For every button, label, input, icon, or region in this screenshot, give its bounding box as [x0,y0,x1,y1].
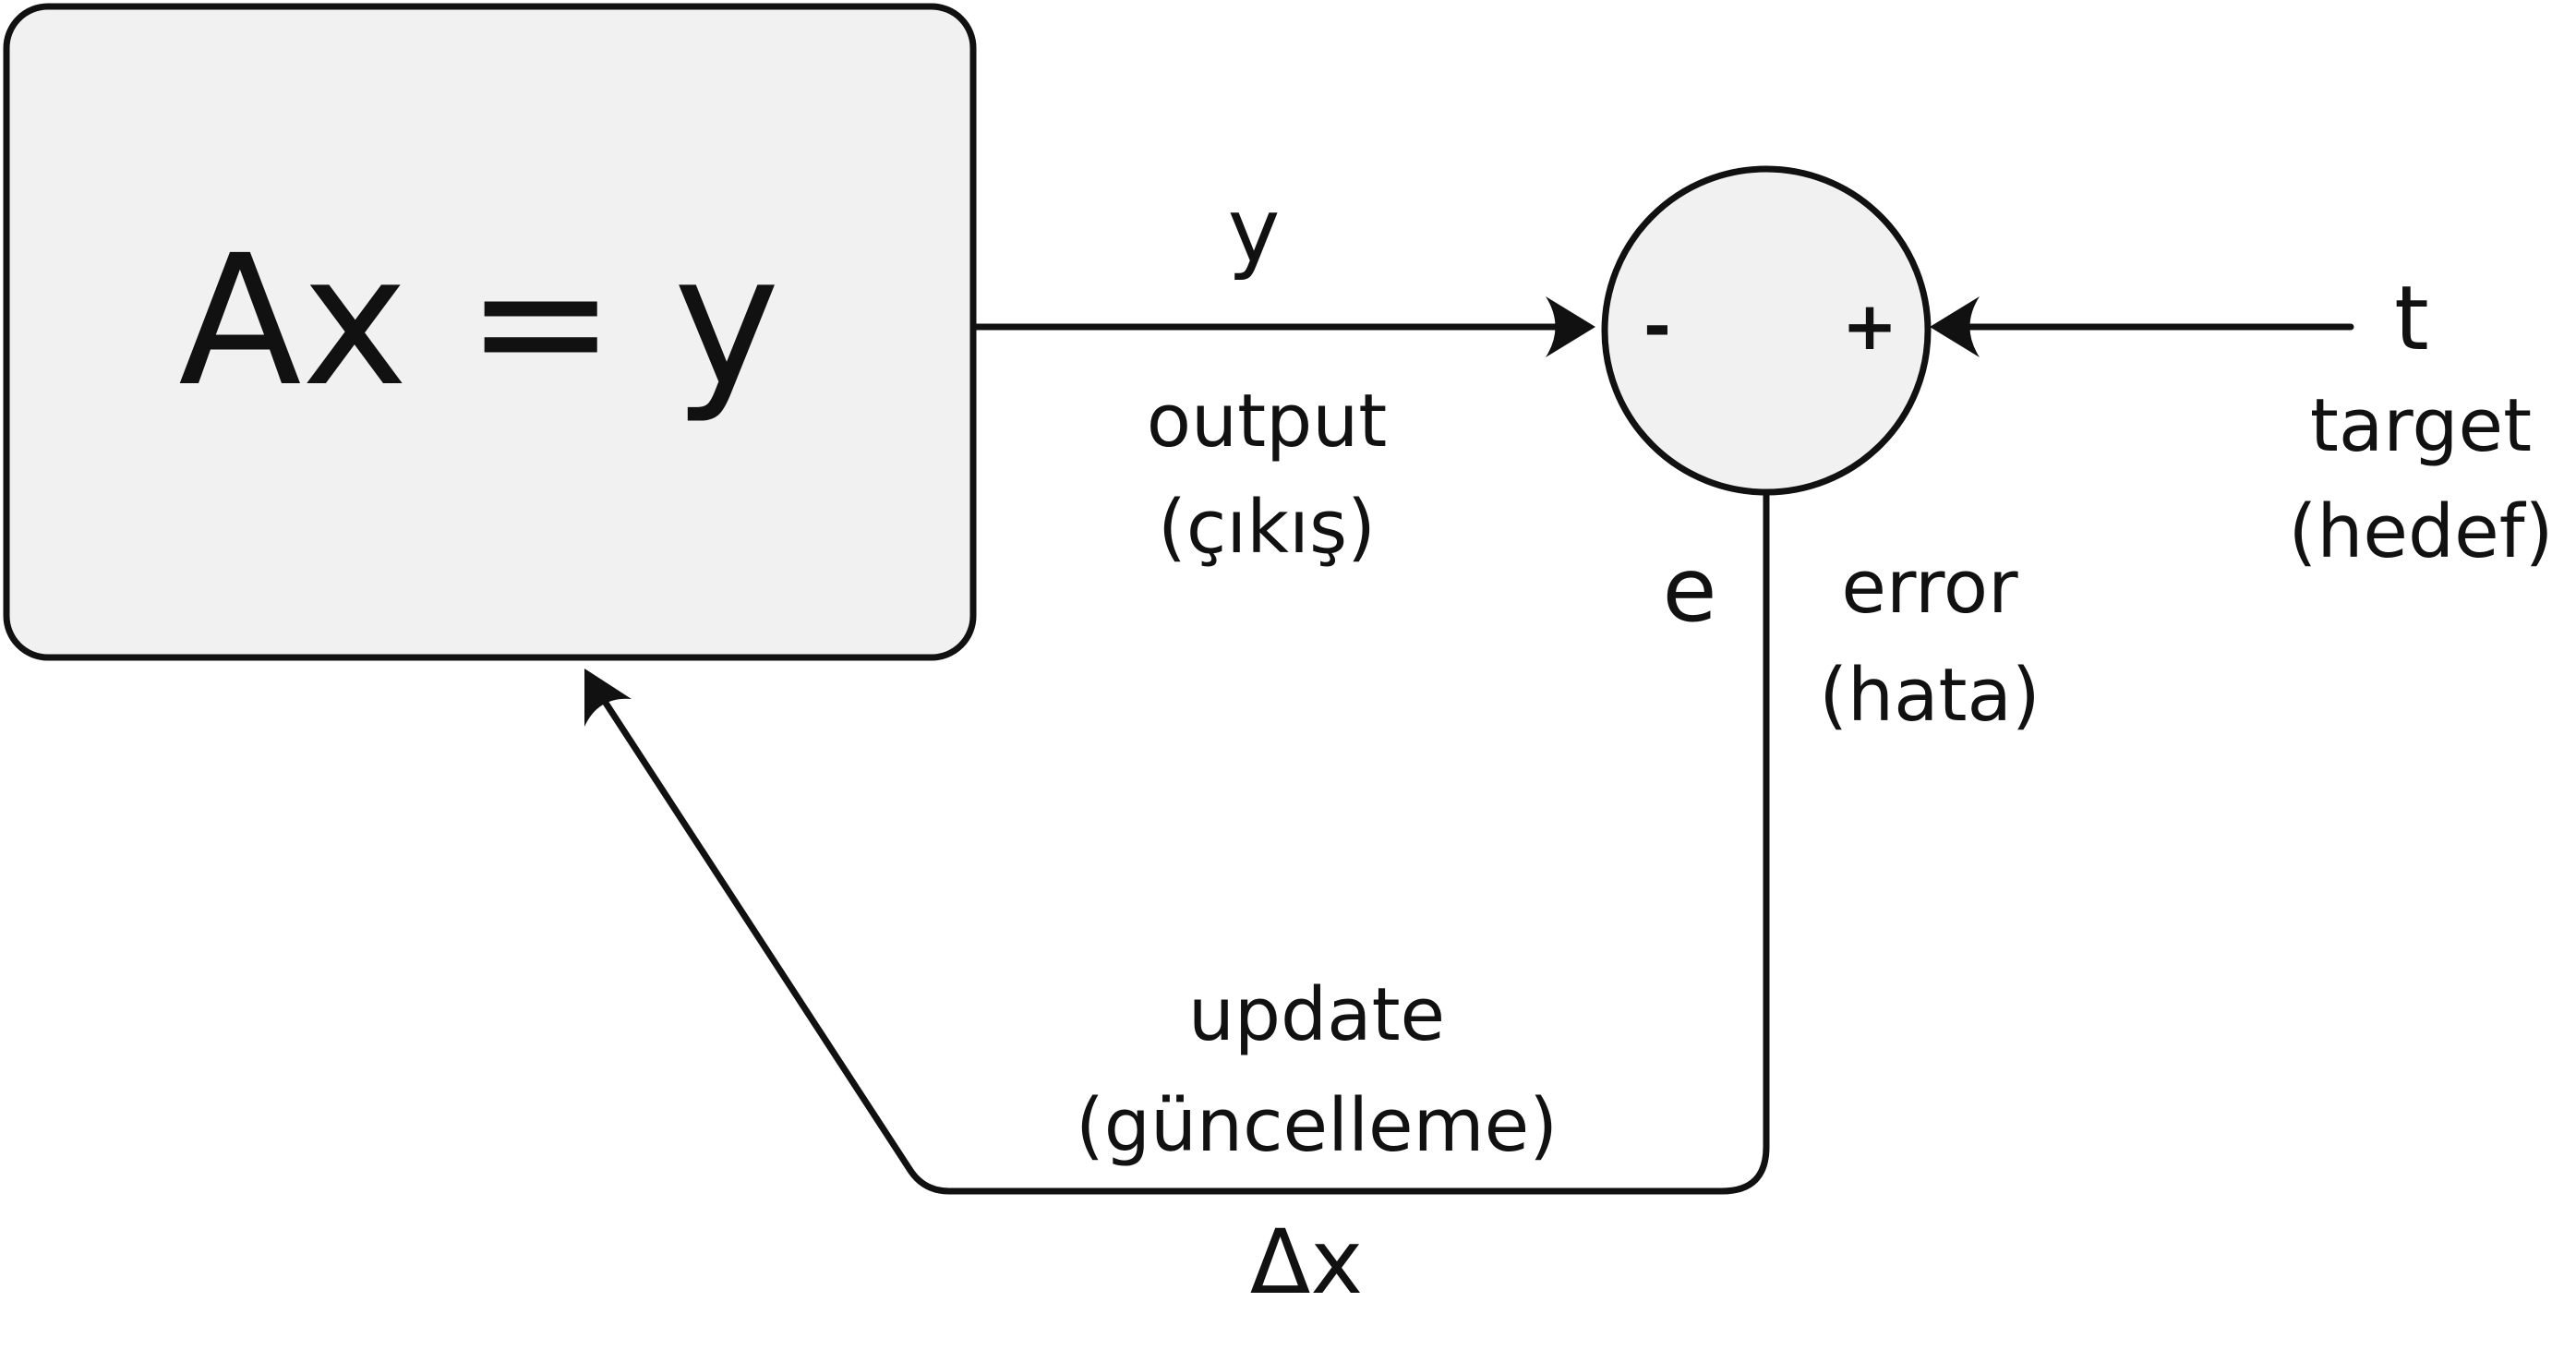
output-label: output [1147,379,1388,464]
target-edge: t target (hedef) [1930,267,2553,574]
output-edge: y output (çıkış) [969,179,1595,570]
output-symbol: y [1228,179,1281,283]
summing-junction: - + [1601,165,1932,496]
target-arrowhead [1930,296,1980,357]
error-edge: e error (hata) [1662,538,2040,738]
system-block: Ax = y [3,3,977,661]
error-symbol: e [1662,538,1716,642]
target-label: target [2310,383,2532,468]
output-label-tr: (çıkış) [1158,485,1376,570]
plus-sign: + [1842,287,1897,365]
update-edge: update (güncelleme) Δx [584,488,1770,1314]
update-label: update [1188,972,1445,1057]
target-label-tr: (hedef) [2289,489,2554,574]
output-arrowhead [1546,296,1595,357]
feedback-path [596,488,1770,1195]
error-label: error [1841,545,2018,630]
system-equation: Ax = y [178,216,780,426]
update-arrowhead [584,669,632,727]
minus-sign: - [1643,287,1671,365]
update-symbol: Δx [1250,1211,1363,1314]
target-symbol: t [2394,267,2429,370]
update-label-tr: (güncelleme) [1076,1083,1558,1168]
error-label-tr: (hata) [1819,653,2040,738]
system-box [3,3,977,661]
